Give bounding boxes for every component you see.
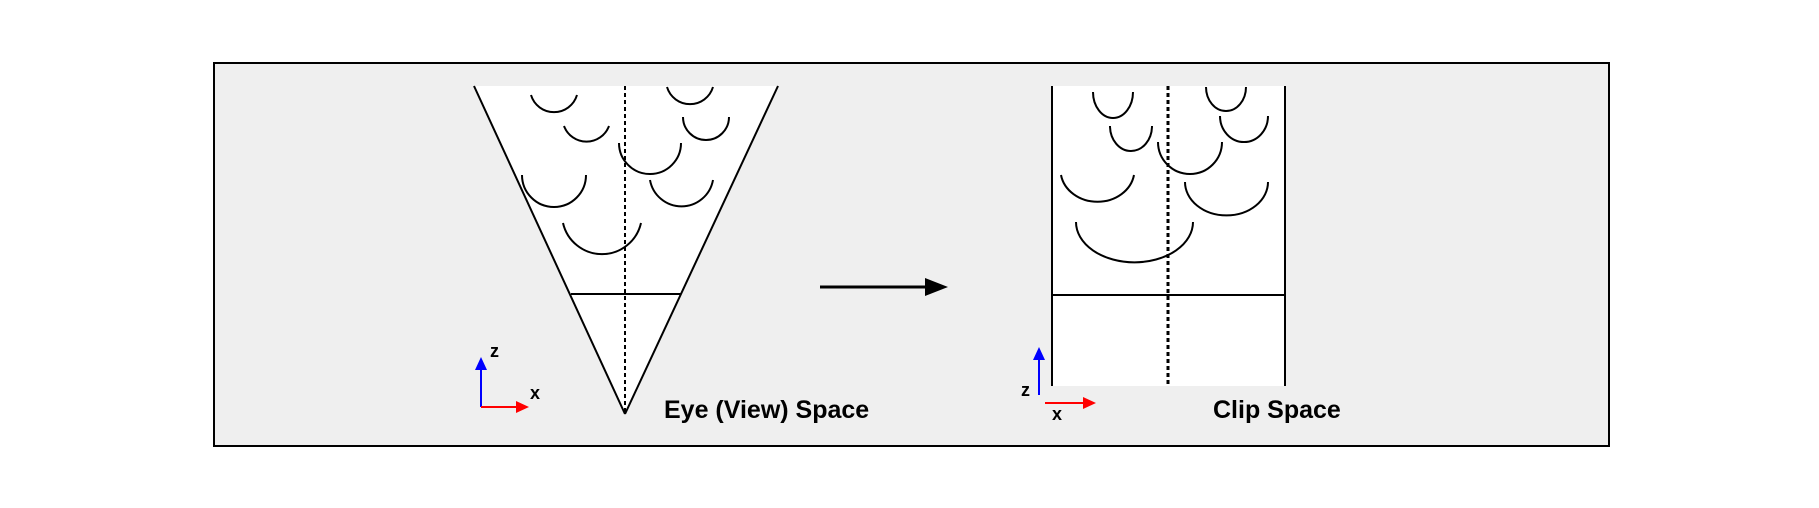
frustum-right-edge — [624, 85, 779, 415]
clip-space-axes: z x — [1021, 347, 1096, 424]
object-arc — [666, 86, 714, 106]
clip-space-title: Clip Space — [1213, 396, 1341, 424]
object-arc — [1219, 115, 1269, 143]
object-arc — [682, 116, 730, 141]
eye-space-panel: z x Eye (View) Space — [473, 85, 869, 424]
object-arc — [521, 174, 587, 208]
right-arrow-icon — [820, 278, 948, 296]
object-arc — [1060, 174, 1135, 203]
eye-space-axes: z x — [475, 341, 540, 413]
clip-space-panel: z x Clip Space — [1021, 86, 1341, 424]
object-arc — [1075, 221, 1194, 264]
z-axis-arrowhead — [475, 357, 487, 370]
z-axis-label: z — [490, 341, 499, 361]
x-axis-label: x — [1052, 404, 1062, 424]
object-arc — [618, 142, 682, 175]
z-axis-arrowhead — [1033, 347, 1045, 360]
object-arc — [1109, 125, 1153, 152]
x-axis-arrowhead — [1083, 397, 1096, 409]
frustum-left-edge — [473, 85, 626, 415]
object-arc — [563, 125, 610, 143]
diagram-frame — [213, 62, 1610, 447]
object-arc — [1184, 181, 1269, 217]
transform-arrowhead — [925, 278, 948, 296]
eye-space-title: Eye (View) Space — [664, 396, 869, 424]
object-arc — [1157, 141, 1223, 175]
object-arc — [530, 94, 578, 114]
object-arc — [1205, 86, 1247, 112]
x-axis-label: x — [530, 383, 540, 403]
z-axis-label: z — [1021, 380, 1030, 400]
object-arc — [562, 222, 642, 256]
object-arc — [649, 179, 714, 208]
object-arc — [1092, 91, 1134, 119]
x-axis-arrowhead — [516, 401, 529, 413]
